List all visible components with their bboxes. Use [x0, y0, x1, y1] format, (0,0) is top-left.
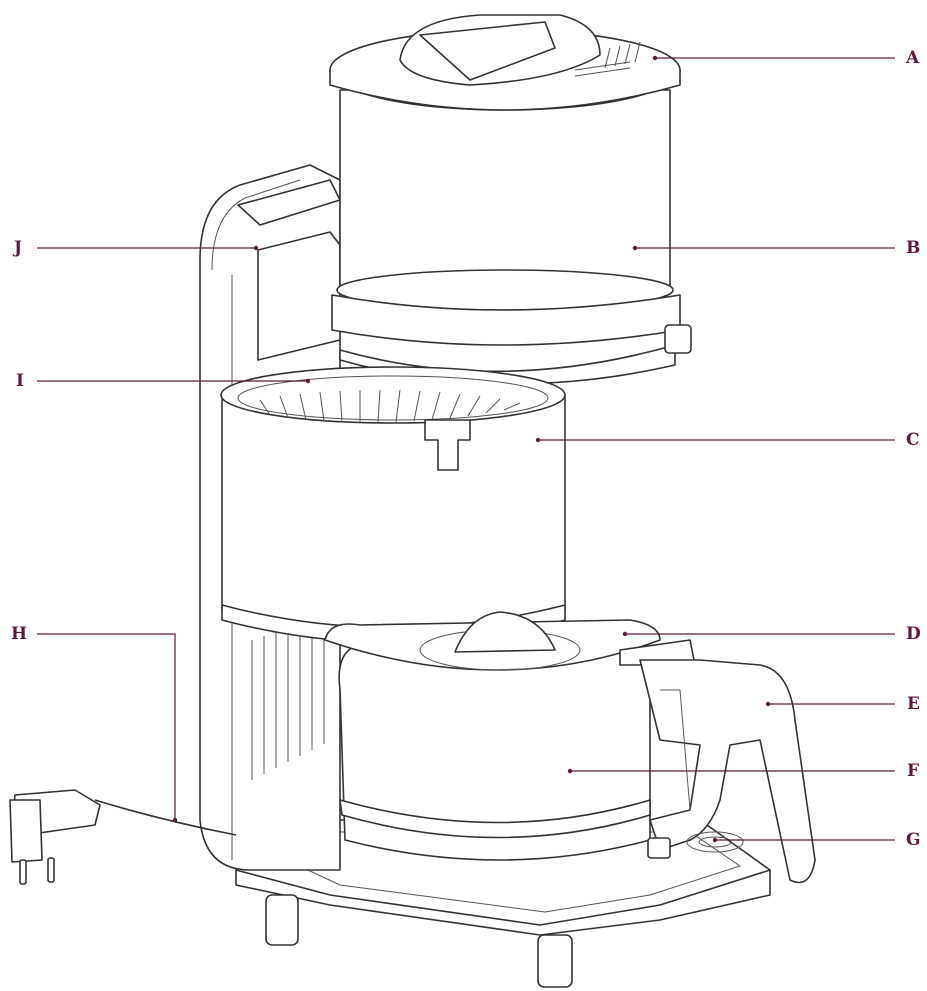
label-a: A — [906, 48, 920, 68]
label-c: C — [906, 430, 920, 450]
filter-holder — [220, 366, 566, 644]
label-i: I — [16, 371, 24, 391]
callout-leaders — [37, 55, 895, 843]
label-j: J — [14, 238, 23, 258]
label-f: F — [907, 761, 920, 781]
water-tank — [331, 89, 692, 385]
label-d: D — [906, 624, 921, 644]
carafe — [324, 611, 816, 884]
power-cord — [9, 789, 237, 885]
label-b: B — [906, 238, 921, 258]
label-g: G — [906, 830, 921, 850]
lid — [329, 14, 681, 111]
label-h: H — [11, 624, 28, 644]
label-e: E — [907, 694, 920, 714]
